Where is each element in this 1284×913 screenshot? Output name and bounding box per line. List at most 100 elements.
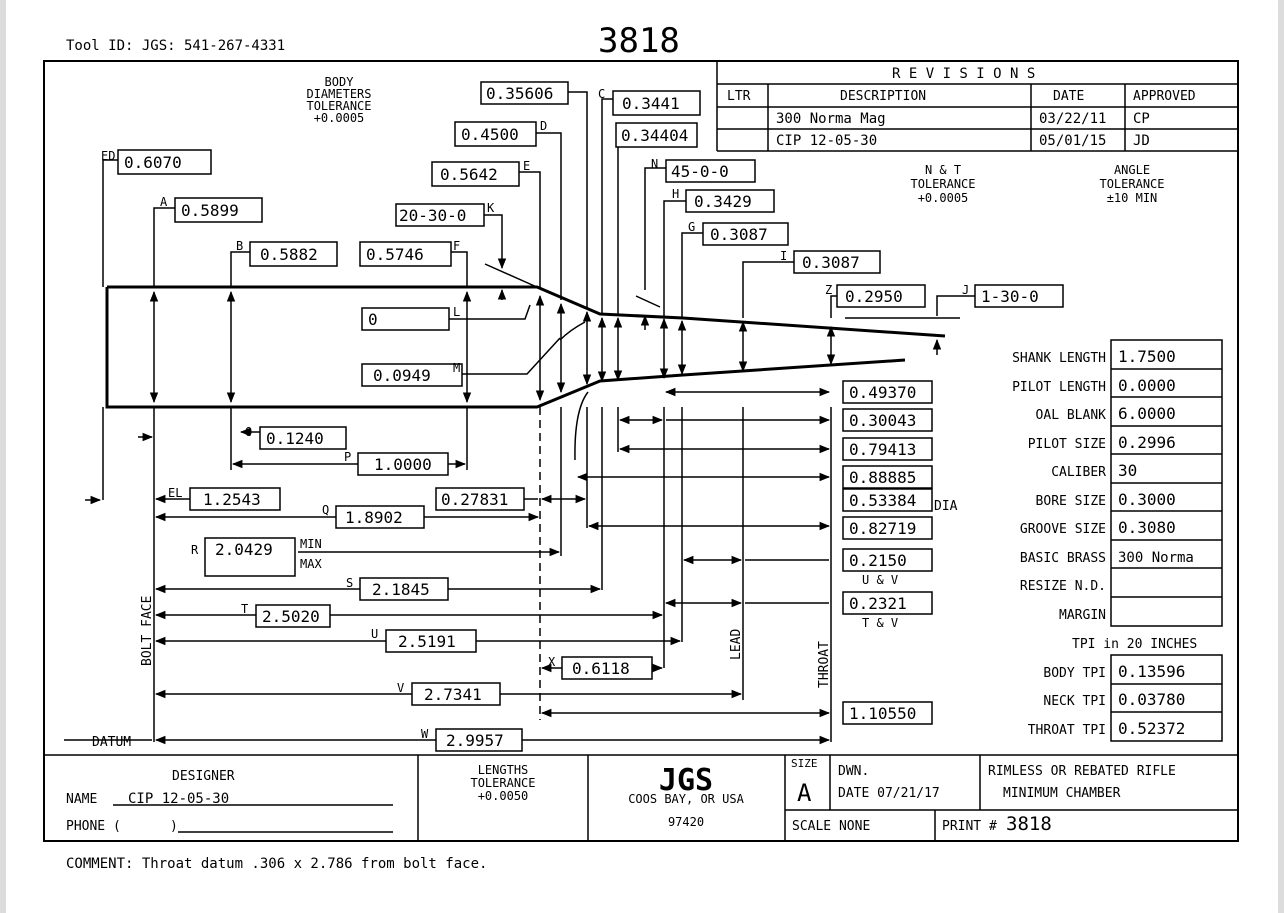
tpi-label-2: NECK TPI [1043,694,1106,709]
label-f: F [453,239,460,253]
dim-s: 2.1845 [372,580,430,599]
dim-r7: 0.2150 [849,551,907,570]
dim-i: 0.3087 [802,253,860,272]
dimension-arrows [64,387,831,745]
print-number-top: 3818 [598,21,680,61]
label-r: R [191,543,199,557]
label-b: B [236,239,243,253]
tpi-value-2: 0.03780 [1118,690,1185,709]
label-v: V [397,681,404,695]
phone-paren: ) [170,819,178,834]
label-a: A [160,195,168,209]
dim-shoulder: 0.27831 [441,490,508,509]
dwn-label: DWN. [838,764,869,779]
label-ed: ED [101,149,115,163]
rev-col-description: DESCRIPTION [840,89,926,104]
revisions-title: R E V I S I O N S [892,66,1035,82]
dim-e: 0.5642 [440,165,498,184]
angle-tol-3: ±10 MIN [1107,191,1158,205]
leader-lines [85,91,975,742]
desc-line-2: MINIMUM CHAMBER [1003,786,1121,801]
spec-label-10: MARGIN [1059,608,1106,623]
drawing-border [43,60,1239,842]
dim-k: 20-30-0 [399,206,466,225]
label-u: U [371,627,378,641]
spec-label-7: GROOVE SIZE [1020,522,1106,537]
label-k: K [487,201,495,215]
tpi-label-1: BODY TPI [1043,666,1106,681]
comment: COMMENT: Throat datum .306 x 2.786 from … [66,856,487,872]
dim-r4: 0.88885 [849,468,916,487]
dim-r8-label: T & V [862,616,898,630]
dim-m: 0.0949 [373,366,431,385]
label-h: H [672,187,679,201]
dim-a: 0.5899 [181,201,239,220]
label-q: Q [322,503,329,517]
r-min: MIN [300,537,322,551]
label-t: T [241,602,248,616]
rev-row-2-desc: CIP 12-05-30 [776,133,877,149]
label-n: N [651,157,658,171]
rev-col-ltr: LTR [727,89,751,104]
tpi-value-3: 0.52372 [1118,719,1185,738]
tpi-header: TPI in 20 INCHES [1072,637,1197,652]
spec-label-5: CALIBER [1051,465,1106,480]
angle-tol-1: ANGLE [1114,163,1150,177]
title-block [44,754,1238,841]
angle-tol-2: TOLERANCE [1099,177,1164,191]
rev-row-2-approved: JD [1133,133,1150,149]
dim-v: 2.7341 [424,685,482,704]
lead-label: LEAD [729,629,744,660]
spec-value-3: 6.0000 [1118,404,1176,423]
label-o: O [245,425,252,439]
len-tol-3: +0.0050 [478,789,529,803]
label-i: I [780,249,787,263]
bolt-face-label: BOLT FACE [140,596,155,666]
dim-r3: 0.79413 [849,440,916,459]
spec-value-2: 0.0000 [1118,376,1176,395]
spec-value-6: 0.3000 [1118,490,1176,509]
rev-row-1-desc: 300 Norma Mag [776,111,886,127]
spec-value-7: 0.3080 [1118,518,1176,537]
dim-z: 0.2950 [845,287,903,306]
rev-row-1-date: 03/22/11 [1039,111,1106,127]
value-boxes [117,81,1064,752]
tool-id: Tool ID: JGS: 541-267-4331 [66,38,285,54]
revisions-table [716,61,1238,152]
label-e: E [523,159,530,173]
tpi-label-3: THROAT TPI [1028,723,1106,738]
scale-label: SCALE NONE [792,819,870,834]
spec-label-6: BORE SIZE [1036,494,1106,509]
dim-q: 1.8902 [345,508,403,527]
dim-r8: 0.2321 [849,594,907,613]
dim-u: 2.5191 [398,632,456,651]
label-l: L [453,305,460,319]
dim-l: 0 [368,310,378,329]
size-value: A [797,779,812,807]
spec-label-1: SHANK LENGTH [1012,351,1106,366]
dim-c-extra: 0.34404 [621,126,688,145]
designer-label: DESIGNER [172,769,235,784]
nt-tol-3: +0.0005 [918,191,969,205]
label-c: C [598,87,605,101]
rev-row-2-date: 05/01/15 [1039,133,1106,149]
company-zip: 97420 [668,815,704,829]
dim-j: 1-30-0 [981,287,1039,306]
dim-n: 45-0-0 [671,162,729,181]
spec-label-4: PILOT SIZE [1028,437,1106,452]
spec-value-1: 1.7500 [1118,347,1176,366]
spec-label-2: PILOT LENGTH [1012,380,1106,395]
len-tol-2: TOLERANCE [470,776,535,790]
label-x: X [548,655,556,669]
print-value: 3818 [1006,813,1052,835]
len-tol-1: LENGTHS [478,763,529,777]
dim-r6: 0.82719 [849,519,916,538]
desc-line-1: RIMLESS OR REBATED RIFLE [988,764,1176,779]
dim-top-d: 0.35606 [486,84,553,103]
phone-label: PHONE ( [66,819,121,834]
label-z: Z [825,283,832,297]
dim-d: 0.4500 [461,125,519,144]
dim-ed: 0.6070 [124,153,182,172]
r-max: MAX [300,557,322,571]
